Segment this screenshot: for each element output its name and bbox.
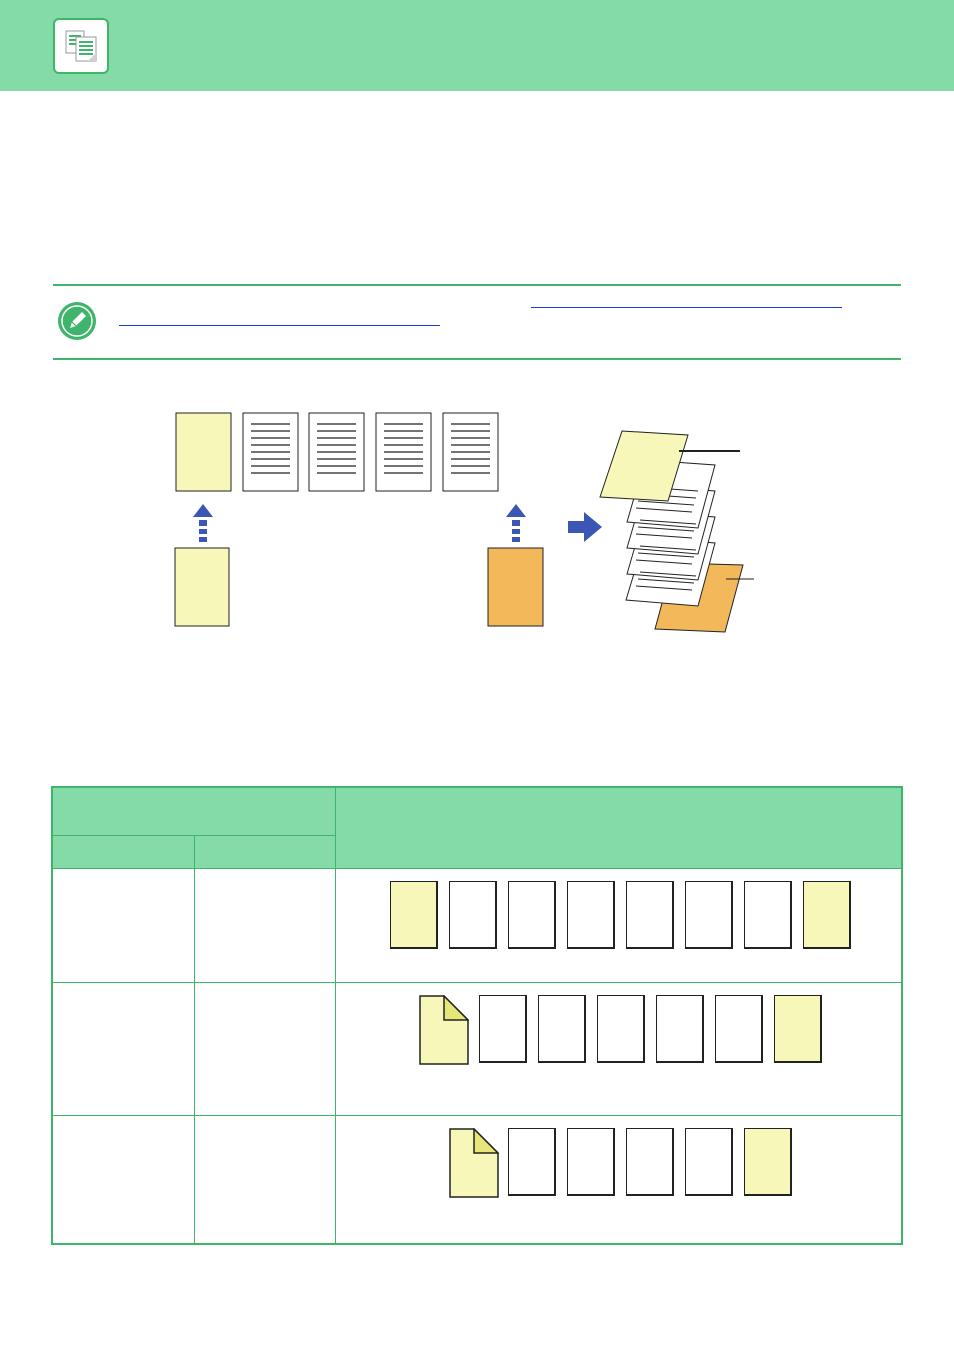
copy-document-icon: [53, 18, 109, 74]
note-link-2[interactable]: [119, 325, 440, 326]
row3-page-5: [685, 1128, 733, 1196]
column-divider-1: [194, 835, 195, 1244]
note-top-rule: [53, 284, 901, 286]
row2-page-4: [597, 995, 645, 1063]
row1-page-6: [685, 881, 733, 949]
row1-page-3: [508, 881, 556, 949]
row1-page-5: [626, 881, 674, 949]
row3-page-2: [508, 1128, 556, 1196]
row2-page-6: [715, 995, 763, 1063]
row2-page-3: [538, 995, 586, 1063]
row3-page-3: [567, 1128, 615, 1196]
row1-page-7: [744, 881, 792, 949]
cover-settings-table: [51, 786, 903, 1245]
column-divider-2: [335, 788, 336, 1244]
row1-page-1: [390, 881, 438, 949]
table-header: [53, 788, 901, 868]
row1-page-2: [449, 881, 497, 949]
cover-insertion-diagram: [160, 400, 800, 650]
row2-page-5: [656, 995, 704, 1063]
row3-folded-cover: [449, 1128, 499, 1198]
header-bar: [0, 0, 954, 91]
row1-page-8: [803, 881, 851, 949]
row-divider-3: [53, 1115, 901, 1116]
row2-page-7: [774, 995, 822, 1063]
note-link-1[interactable]: [531, 307, 842, 308]
row-divider-1: [53, 868, 901, 869]
row3-page-6: [744, 1128, 792, 1196]
row3-page-4: [626, 1128, 674, 1196]
pencil-note-icon: [57, 301, 97, 341]
note-bottom-rule: [53, 358, 901, 360]
row-divider-2: [53, 982, 901, 983]
row2-folded-cover: [419, 995, 469, 1065]
row2-page-2: [479, 995, 527, 1063]
row1-page-4: [567, 881, 615, 949]
